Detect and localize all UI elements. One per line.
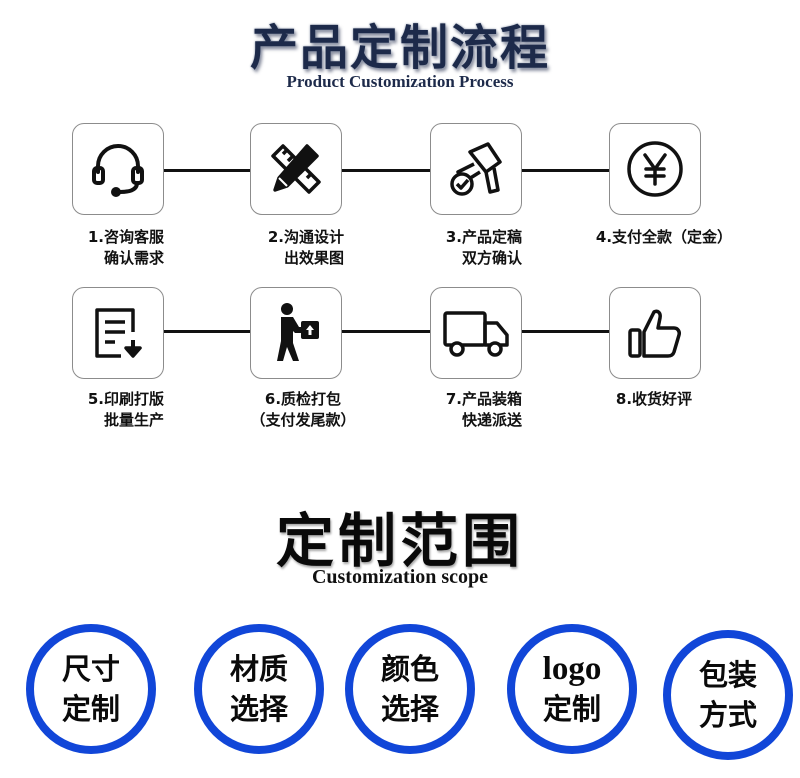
step-8-box (609, 287, 701, 379)
step-1-label: 1.咨询客服 确认需求 (87, 228, 164, 267)
step-6-box (250, 287, 342, 379)
design-pencil-ruler-icon (265, 138, 327, 200)
scope-item-line1: logo (542, 651, 602, 687)
thumbs-up-icon (624, 302, 686, 364)
scope-item-line1: 尺寸 (61, 652, 120, 686)
scope-item-line2: 选择 (229, 692, 288, 726)
step-5-box (72, 287, 164, 379)
scope-material-circle: 材质 选择 (194, 624, 324, 754)
scope-color-circle: 颜色 选择 (345, 624, 475, 754)
document-download-icon (87, 302, 149, 364)
scope-packaging-circle: 包装 方式 (663, 630, 793, 760)
delivery-truck-icon (441, 305, 511, 361)
step-4-box (609, 123, 701, 215)
step-2-label: 2.沟通设计 出效果图 (267, 228, 344, 267)
step-4-label: 4.支付全款（定金） (595, 228, 733, 246)
scope-item-line1: 颜色 (380, 652, 439, 686)
connector-7-8 (520, 330, 609, 333)
scope-title: 定制范围 (275, 507, 524, 575)
step-7-label: 7.产品装箱 快递派送 (445, 390, 522, 429)
step-8-label: 8.收货好评 (615, 390, 693, 408)
step-2-box (250, 123, 342, 215)
step-5-label: 5.印刷打版 批量生产 (87, 390, 164, 429)
scope-size-circle: 尺寸 定制 (26, 624, 156, 754)
step-6-label: 6.质检打包 （支付发尾款） (250, 390, 356, 429)
step-7-box (430, 287, 522, 379)
headset-icon (87, 138, 149, 200)
scope-logo-circle: logo 定制 (507, 624, 637, 754)
process-title: 产品定制流程 (249, 20, 550, 76)
scope-item-line2: 定制 (542, 692, 601, 726)
step-3-box (430, 123, 522, 215)
scope-item-line2: 选择 (380, 692, 439, 726)
connector-3-4 (520, 169, 609, 172)
yuan-coin-icon (624, 138, 686, 200)
connector-2-3 (341, 169, 430, 172)
connector-6-7 (341, 330, 430, 333)
scope-item-line2: 定制 (61, 692, 120, 726)
scope-item-line2: 方式 (698, 698, 757, 732)
scope-subtitle: Customization scope (311, 566, 489, 588)
connector-5-6 (162, 330, 250, 333)
step-1-box (72, 123, 164, 215)
stamp-check-icon (444, 138, 508, 200)
process-subtitle: Product Customization Process (286, 72, 514, 91)
connector-1-2 (162, 169, 250, 172)
scope-item-line1: 包装 (698, 658, 757, 692)
step-3-label: 3.产品定稿 双方确认 (445, 228, 522, 267)
scope-item-line1: 材质 (229, 652, 288, 686)
worker-carrying-box-icon (265, 301, 327, 365)
